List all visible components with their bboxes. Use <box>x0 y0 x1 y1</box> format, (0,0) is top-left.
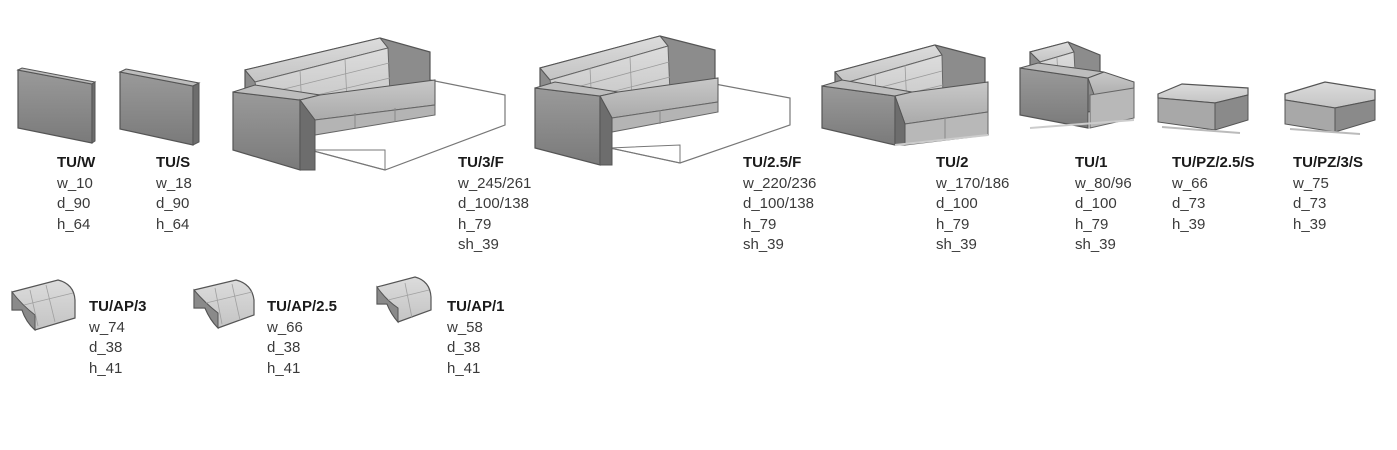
spec-height: h_79 <box>936 215 970 233</box>
product-code: TU/3/F <box>458 154 504 171</box>
product-label-tu-pz-3-s: TU/PZ/3/S w_75 d_73 h_39 <box>1293 153 1363 235</box>
spec-height: h_64 <box>156 215 190 233</box>
product-label-tu-ap-3: TU/AP/3 w_74 d_38 h_41 <box>89 297 147 379</box>
spec-seat-height: sh_39 <box>936 236 977 253</box>
spec-seat-height: sh_39 <box>1075 236 1116 253</box>
product-label-tu-1: TU/1 w_80/96 d_100 h_79 sh_39 <box>1075 153 1132 256</box>
product-label-tu-w: TU/W w_10 d_90 h_64 <box>57 153 95 235</box>
spec-depth: d_38 <box>447 339 481 356</box>
spec-depth: d_38 <box>267 339 301 356</box>
spec-height: h_79 <box>743 215 777 233</box>
spec-width: w_220/236 <box>743 174 817 192</box>
spec-width: w_75 <box>1293 174 1329 192</box>
spec-width: w_66 <box>267 318 303 336</box>
product-code: TU/AP/3 <box>89 298 147 315</box>
product-code: TU/2.5/F <box>743 154 802 171</box>
spec-width: w_74 <box>89 318 125 336</box>
tu-w-side-panel-image <box>16 67 97 144</box>
product-code: TU/PZ/2.5/S <box>1172 154 1255 171</box>
spec-height: h_41 <box>267 359 301 377</box>
spec-height: h_79 <box>1075 215 1109 233</box>
product-code: TU/W <box>57 154 96 171</box>
spec-depth: d_73 <box>1172 195 1206 212</box>
product-label-tu-2-5-f: TU/2.5/F w_220/236 d_100/138 h_79 sh_39 <box>743 153 816 256</box>
tu-3-f-sofa-image <box>232 37 506 171</box>
product-label-tu-pz-2-5-s: TU/PZ/2.5/S w_66 d_73 h_39 <box>1172 153 1255 235</box>
spec-height: h_39 <box>1172 215 1206 233</box>
product-label-tu-3-f: TU/3/F w_245/261 d_100/138 h_79 sh_39 <box>458 153 531 256</box>
product-label-tu-ap-1: TU/AP/1 w_58 d_38 h_41 <box>447 297 505 379</box>
spec-seat-height: sh_39 <box>458 236 499 253</box>
product-label-tu-s: TU/S w_18 d_90 h_64 <box>156 153 192 235</box>
product-code: TU/AP/1 <box>447 298 505 315</box>
product-code: TU/1 <box>1075 154 1108 171</box>
spec-width: w_18 <box>156 174 192 192</box>
tu-s-side-panel-image <box>118 68 201 146</box>
spec-width: w_245/261 <box>458 174 532 192</box>
spec-depth: d_100/138 <box>743 195 814 212</box>
tu-ap-3-cushion-image <box>11 279 76 332</box>
spec-seat-height: sh_39 <box>743 236 784 253</box>
spec-depth: d_73 <box>1293 195 1327 212</box>
spec-depth: d_100/138 <box>458 195 529 212</box>
product-code: TU/S <box>156 154 191 171</box>
product-label-tu-ap-2-5: TU/AP/2.5 w_66 d_38 h_41 <box>267 297 337 379</box>
spec-depth: d_100 <box>936 195 978 212</box>
spec-height: h_79 <box>458 215 492 233</box>
product-code: TU/2 <box>936 154 969 171</box>
tu-pz-3-s-pouf-image <box>1284 81 1376 135</box>
tu-2-sofa-image <box>821 44 989 146</box>
tu-ap-1-cushion-image <box>376 276 432 324</box>
spec-height: h_41 <box>89 359 123 377</box>
tu-1-armchair-image <box>1019 41 1135 129</box>
spec-depth: d_90 <box>57 195 91 212</box>
spec-height: h_64 <box>57 215 91 233</box>
tu-ap-2-5-cushion-image <box>193 279 255 330</box>
spec-depth: d_90 <box>156 195 190 212</box>
tu-pz-2-5-s-pouf-image <box>1157 83 1249 134</box>
product-code: TU/PZ/3/S <box>1293 154 1364 171</box>
tu-2-5-f-sofa-image <box>534 35 791 166</box>
spec-depth: d_38 <box>89 339 123 356</box>
spec-width: w_58 <box>447 318 483 336</box>
product-code: TU/AP/2.5 <box>267 298 338 315</box>
spec-width: w_170/186 <box>936 174 1010 192</box>
spec-width: w_66 <box>1172 174 1208 192</box>
spec-width: w_80/96 <box>1075 174 1132 192</box>
product-label-tu-2: TU/2 w_170/186 d_100 h_79 sh_39 <box>936 153 1009 256</box>
spec-height: h_39 <box>1293 215 1327 233</box>
spec-width: w_10 <box>57 174 93 192</box>
spec-depth: d_100 <box>1075 195 1117 212</box>
spec-height: h_41 <box>447 359 481 377</box>
